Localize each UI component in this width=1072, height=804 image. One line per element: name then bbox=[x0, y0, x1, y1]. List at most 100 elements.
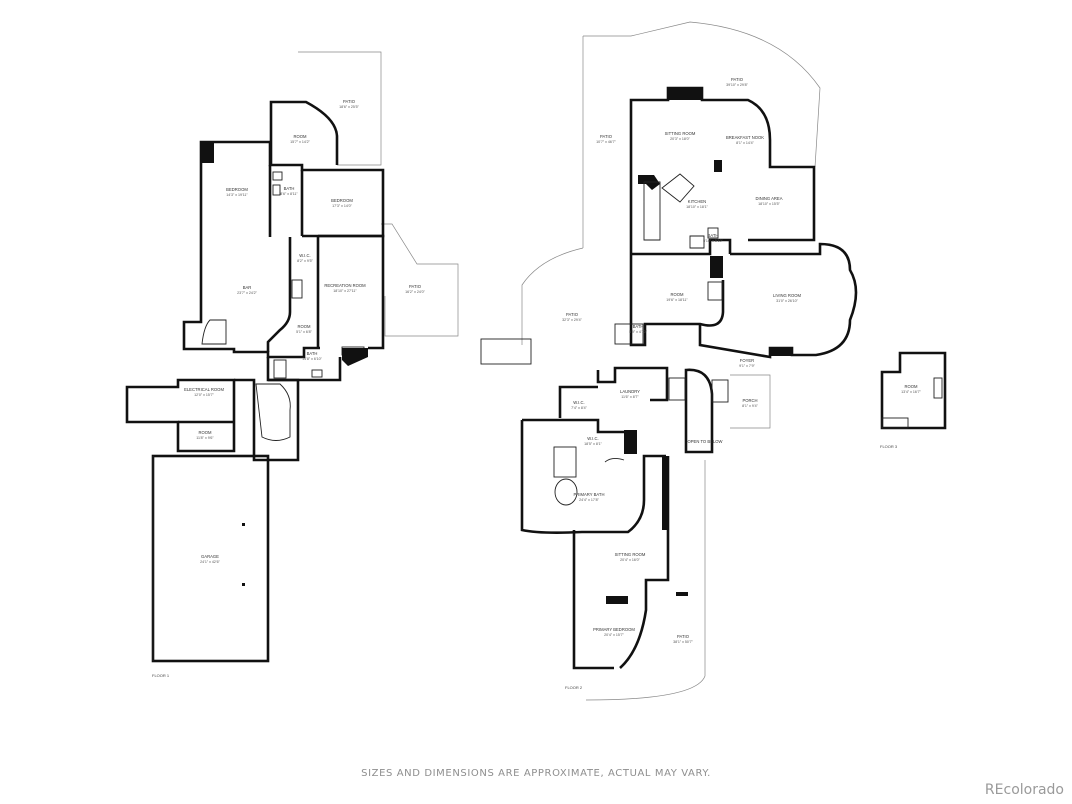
room-name: W.I.C. bbox=[299, 253, 310, 258]
room-dims: 10'7" x 46'7" bbox=[596, 140, 616, 144]
room-dims: 8'6" x 8'11" bbox=[280, 192, 298, 196]
wall bbox=[629, 254, 725, 347]
room-name: PATIO bbox=[566, 312, 579, 317]
wall bbox=[316, 234, 385, 350]
vanity bbox=[604, 457, 625, 463]
fireplace bbox=[710, 256, 723, 278]
disclaimer-text: SIZES AND DIMENSIONS ARE APPROXIMATE, AC… bbox=[361, 768, 711, 779]
room-name: BEDROOM bbox=[331, 198, 353, 203]
room-name: BAR bbox=[243, 285, 252, 290]
room-dims: 20'4" x 16'0" bbox=[620, 558, 640, 562]
room-dims: 23'7" x 24'2" bbox=[237, 291, 257, 295]
fireplace bbox=[201, 143, 214, 163]
room-name: OPEN TO BELOW bbox=[688, 439, 723, 444]
wall bbox=[629, 86, 816, 254]
floor-label: FLOOR 1 bbox=[152, 673, 170, 678]
open-to-below bbox=[684, 368, 714, 454]
room-name: BREAKFAST NOOK bbox=[726, 135, 764, 140]
wall bbox=[522, 418, 624, 434]
post bbox=[242, 583, 245, 586]
room-name: PORCH bbox=[742, 398, 757, 403]
room-name: RECREATION ROOM bbox=[324, 283, 366, 288]
fireplace bbox=[770, 348, 792, 356]
floor-label: FLOOR 3 bbox=[880, 444, 898, 449]
room-labels: PATIO 18'6" x 25'5" ROOM 15'7" x 14'2" B… bbox=[184, 77, 922, 644]
room-name: SITTING ROOM bbox=[665, 131, 696, 136]
patio-stairs bbox=[480, 338, 532, 365]
room-name: ELECTRICAL ROOM bbox=[184, 387, 224, 392]
room-dims: 12'0" x 15'7" bbox=[194, 393, 214, 397]
curved-stairs bbox=[255, 383, 291, 441]
room-name: ROOM bbox=[297, 324, 311, 329]
kitchen-island bbox=[643, 173, 695, 241]
room-name: ROOM bbox=[670, 292, 684, 297]
fireplace bbox=[668, 89, 702, 100]
post bbox=[242, 523, 245, 526]
room-name: PATIO bbox=[343, 99, 356, 104]
patio-outline bbox=[298, 51, 382, 166]
room-name: SITTING ROOM bbox=[615, 552, 646, 557]
fixture bbox=[272, 184, 281, 196]
fireplace-hearth bbox=[342, 348, 368, 366]
wall bbox=[572, 530, 614, 670]
wall bbox=[182, 237, 320, 359]
patio-outline bbox=[583, 21, 821, 168]
room-dims: 18'6" x 25'5" bbox=[339, 105, 359, 109]
wall bbox=[234, 378, 300, 462]
room-dims: 18'10" x 27'11" bbox=[333, 289, 357, 293]
room-name: BATH bbox=[284, 186, 295, 191]
room-dims: 20'4" x 15'7" bbox=[604, 633, 624, 637]
stairs bbox=[668, 377, 686, 401]
room-dims: 15'7" x 14'2" bbox=[290, 140, 310, 144]
room-dims: 7'4" x 8'4" bbox=[571, 406, 587, 410]
room-dims: 31'0" x 26'10" bbox=[776, 299, 798, 303]
room-dims: 5'1" x 6'8" bbox=[296, 330, 312, 334]
tub bbox=[554, 478, 578, 506]
room-dims: 14'8" x 6'10" bbox=[302, 357, 322, 361]
room-name: W.I.C. bbox=[587, 436, 598, 441]
room-name: ROOM bbox=[198, 430, 212, 435]
fireplace bbox=[606, 596, 628, 604]
room-dims: 17'3" x 14'0" bbox=[332, 204, 352, 208]
room-dims: 11'8" x 9'6" bbox=[196, 436, 214, 440]
fixture bbox=[707, 227, 719, 239]
wall-pier bbox=[624, 430, 637, 454]
floor-2-plan bbox=[480, 21, 858, 701]
room-dims: 8'1" x 9'4" bbox=[742, 404, 758, 408]
room-name: LAUNDRY bbox=[620, 389, 640, 394]
room-dims: 11'6" x 8'7" bbox=[621, 395, 639, 399]
room-name: LIVING ROOM bbox=[773, 293, 801, 298]
room-dims: 38'1" x 50'7" bbox=[673, 640, 693, 644]
room-name: DINING AREA bbox=[756, 196, 783, 201]
wall bbox=[558, 385, 598, 418]
room-name: BATH bbox=[307, 351, 318, 356]
room-dims: 24'4" x 17'8" bbox=[579, 498, 599, 502]
room-name: ROOM bbox=[904, 384, 918, 389]
room-dims: 18'10" x 15'5" bbox=[758, 202, 780, 206]
bar-counter bbox=[201, 319, 227, 345]
room-dims: 32'3" x 29'4" bbox=[562, 318, 582, 322]
room-dims: 8'2" x 9'5" bbox=[297, 259, 313, 263]
room-dims: 5'10" x 5'10" bbox=[703, 239, 723, 243]
room-dims: 5'9" x 4'10" bbox=[629, 330, 647, 334]
room-name: BEDROOM bbox=[226, 187, 248, 192]
room-dims: 8'1" x 14'4" bbox=[736, 141, 754, 145]
floor-3-plan bbox=[880, 351, 947, 430]
shower bbox=[553, 446, 577, 478]
room-name: BATH bbox=[633, 324, 644, 329]
room-name: BATH bbox=[708, 233, 719, 238]
wall bbox=[266, 357, 342, 382]
room-name: PATIO bbox=[677, 634, 690, 639]
patio-outline bbox=[585, 460, 706, 701]
stairs bbox=[711, 379, 729, 403]
room-dims: 9'1" x 7'9" bbox=[739, 364, 755, 368]
room-dims: 20'3" x 18'0" bbox=[670, 137, 690, 141]
room-dims: 16'2" x 24'0" bbox=[405, 290, 425, 294]
wall bbox=[269, 100, 339, 165]
room-name: PRIMARY BEDROOM bbox=[593, 627, 635, 632]
room-dims: 18'5" x 8'1" bbox=[584, 442, 602, 446]
room-name: W.I.C. bbox=[573, 400, 584, 405]
window bbox=[933, 377, 943, 399]
patio-outline bbox=[521, 247, 584, 345]
